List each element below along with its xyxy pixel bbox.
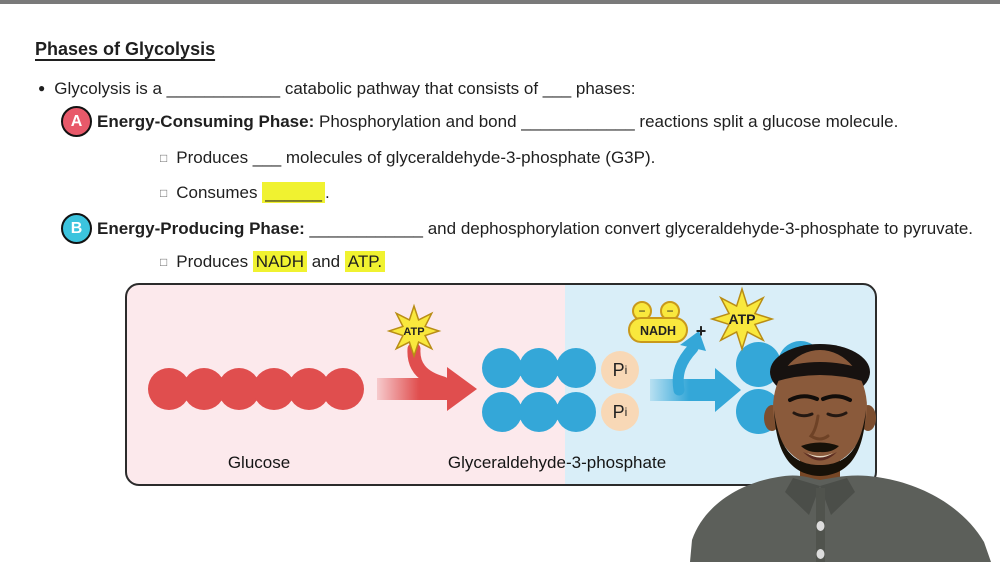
- nadh-pill-icon: [628, 317, 688, 343]
- presenter-mustache: [801, 442, 839, 453]
- sub-bullet-consumes: □ Consumes ______.: [160, 181, 330, 205]
- produces-g3p-text: Produces ___ molecules of glyceraldehyde…: [176, 148, 656, 167]
- phase-a-line: Energy-Consuming Phase: Phosphorylation …: [97, 110, 898, 134]
- phase-b-text: ____________ and dephosphorylation conve…: [304, 219, 974, 238]
- phase-a-text: Phosphorylation and bond ____________ re…: [314, 112, 899, 131]
- consumes-blank-highlight: ______: [262, 182, 325, 203]
- presenter-button: [816, 549, 825, 559]
- atp-input-curve-icon: [407, 342, 450, 390]
- and-text: and: [306, 252, 345, 271]
- presenter-collar: [820, 478, 855, 515]
- presenter-teeth: [807, 453, 833, 458]
- pi-letter: P: [612, 401, 625, 422]
- presenter-eyebrow: [821, 394, 852, 402]
- g3p-label: Glyceraldehyde-3-phosphate: [447, 453, 667, 472]
- presenter-button: [816, 521, 825, 531]
- phase-b-badge-letter: B: [70, 219, 83, 237]
- presenter-shirt: [690, 475, 991, 562]
- presenter-collar: [785, 478, 820, 515]
- nadh-charge-icon: [660, 301, 680, 321]
- sub-bullet-produces-nadh-atp: □ Produces NADH and ATP.: [160, 250, 386, 274]
- consumes-period: .: [324, 183, 330, 202]
- atp-input-label: ATP: [403, 326, 424, 338]
- presenter-beard: [774, 410, 866, 476]
- nadh-label: NADH: [640, 324, 676, 338]
- presenter-eye: [826, 411, 848, 418]
- sub-bullet-produces-g3p: □ Produces ___ molecules of glyceraldehyd…: [160, 146, 655, 170]
- g3p-molecule-dot: [519, 392, 559, 432]
- atp-star-icon: [386, 303, 442, 359]
- nadh-charge-icon: [632, 301, 652, 321]
- phase-b-badge: B: [61, 213, 92, 244]
- g3p-molecule-dot: [482, 392, 522, 432]
- presenter-nose: [808, 414, 830, 441]
- page-title: Phases of Glycolysis: [35, 39, 216, 59]
- presenter-eye: [792, 411, 814, 418]
- g3p-molecule-dot: [519, 348, 559, 388]
- presenter-hairline: [774, 362, 866, 382]
- presenter-eyebrow: [788, 394, 819, 402]
- atp-output-label: ATP: [729, 311, 756, 327]
- square-bullet-icon: □: [160, 151, 168, 165]
- pi-letter: P: [612, 359, 625, 380]
- phase-a-title: Energy-Consuming Phase:: [97, 112, 315, 131]
- phase-a-badge: A: [61, 106, 92, 137]
- glucose-label: Glucose: [227, 453, 291, 472]
- red-arrow-icon: [377, 367, 477, 411]
- intro-text: Glycolysis is a ____________ catabolic p…: [54, 79, 636, 98]
- phase-b-title: Energy-Producing Phase:: [97, 219, 305, 238]
- consumes-text: Consumes: [176, 183, 263, 202]
- g3p-molecule-dot: [556, 348, 596, 388]
- top-border-bar: [0, 0, 1000, 4]
- minus-sign: −: [666, 304, 673, 318]
- g3p-molecule-dot: [556, 392, 596, 432]
- presenter-video: [690, 344, 991, 562]
- presenter-face: [773, 350, 867, 466]
- presenter-mouth: [803, 452, 837, 461]
- minus-sign: −: [638, 304, 645, 318]
- phase-b-line: Energy-Producing Phase: ____________ and…: [97, 217, 973, 241]
- square-bullet-icon: □: [160, 186, 168, 200]
- intro-line: ● Glycolysis is a ____________ catabolic …: [38, 76, 635, 101]
- atp-highlight: ATP.: [344, 251, 386, 272]
- square-bullet-icon: □: [160, 255, 168, 269]
- glucose-molecule-dot: [322, 368, 364, 410]
- bullet-icon: ●: [38, 81, 46, 95]
- produces-text: Produces: [176, 252, 253, 271]
- nadh-highlight: NADH: [252, 251, 307, 272]
- g3p-molecule-dot: [482, 348, 522, 388]
- phase-a-badge-letter: A: [70, 112, 83, 130]
